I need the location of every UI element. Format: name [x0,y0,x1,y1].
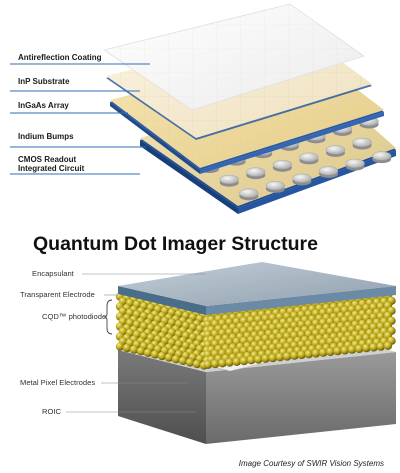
indium-bump [325,145,346,155]
quantum-dot [192,359,202,369]
quantum-dot [218,359,227,368]
quantum-dot [340,346,349,355]
quantum-dot [304,350,313,359]
label-roic: ROIC [42,407,62,416]
quantum-dot [268,353,277,363]
image-credit: Image Courtesy of SWIR Vision Systems [239,459,384,468]
top-labels: Antireflection Coating InP Substrate InG… [10,53,150,175]
quantum-dot-stack-illustration [115,262,396,444]
quantum-dot [362,343,371,353]
antireflection-coating-layer [103,3,365,111]
label-encapsulant: Encapsulant [32,269,75,278]
quantum-dot [275,353,285,362]
quantum-dot [376,342,385,351]
quantum-dot [150,350,160,359]
indium-bump [345,158,365,169]
quantum-dot [232,357,241,366]
quantum-dot [297,350,306,360]
quantum-dot [136,347,146,356]
quantum-dot [129,345,139,354]
quantum-dot [355,344,364,354]
indium-bump [265,181,286,191]
indium-bump [219,174,239,185]
qd-labels: Encapsulant Transparent Electrode CQD™ p… [20,269,206,416]
sensor-stack-illustration [103,3,396,214]
label-inp-substrate: InP Substrate [18,77,70,86]
encapsulant-layer [118,262,396,315]
label-integrated-circuit: Integrated Circuit [18,164,85,173]
quantum-dot [283,352,292,361]
quantum-dot [122,343,132,353]
quantum-dot [115,342,125,351]
indium-bump [318,166,339,176]
quantum-dot [225,358,234,367]
section-title: Quantum Dot Imager Structure [33,233,318,255]
indium-bump [239,188,259,198]
label-indium-bumps: Indium Bumps [18,132,74,141]
quantum-dot [383,341,393,350]
quantum-dot [164,353,174,362]
indium-bump [299,152,319,162]
label-cqd-photodiode: CQD™ photodiode [42,312,106,321]
label-antireflection-coating: Antireflection Coating [18,53,102,62]
quantum-dot [203,360,213,369]
label-ingaas-array: InGaAs Array [18,101,69,110]
indium-bump [272,160,293,170]
label-cmos-readout: CMOS Readout [18,155,77,164]
quantum-dot [211,359,220,369]
indium-bump [246,167,266,177]
quantum-dot [326,347,335,357]
quantum-dot [319,348,328,357]
quantum-dot [261,354,270,363]
indium-bump [352,137,372,147]
label-transparent-electrode: Transparent Electrode [20,290,95,299]
quantum-dot [347,345,357,354]
indium-bump [371,151,392,161]
quantum-dot [185,358,195,367]
indium-bump [292,173,312,183]
label-metal-pixel-electrodes: Metal Pixel Electrodes [20,378,95,387]
quantum-dot [178,356,188,365]
quantum-dot-layer [115,291,396,370]
bracket-icon [103,299,113,335]
quantum-dot [311,349,321,358]
quantum-dot [247,356,256,365]
quantum-dot [369,343,378,352]
quantum-dot [157,351,167,361]
quantum-dot [254,355,263,364]
quantum-dot [333,346,342,356]
quantum-dot [239,356,249,366]
quantum-dot [290,351,299,360]
quantum-dot [143,348,153,357]
quantum-dot [171,355,181,364]
